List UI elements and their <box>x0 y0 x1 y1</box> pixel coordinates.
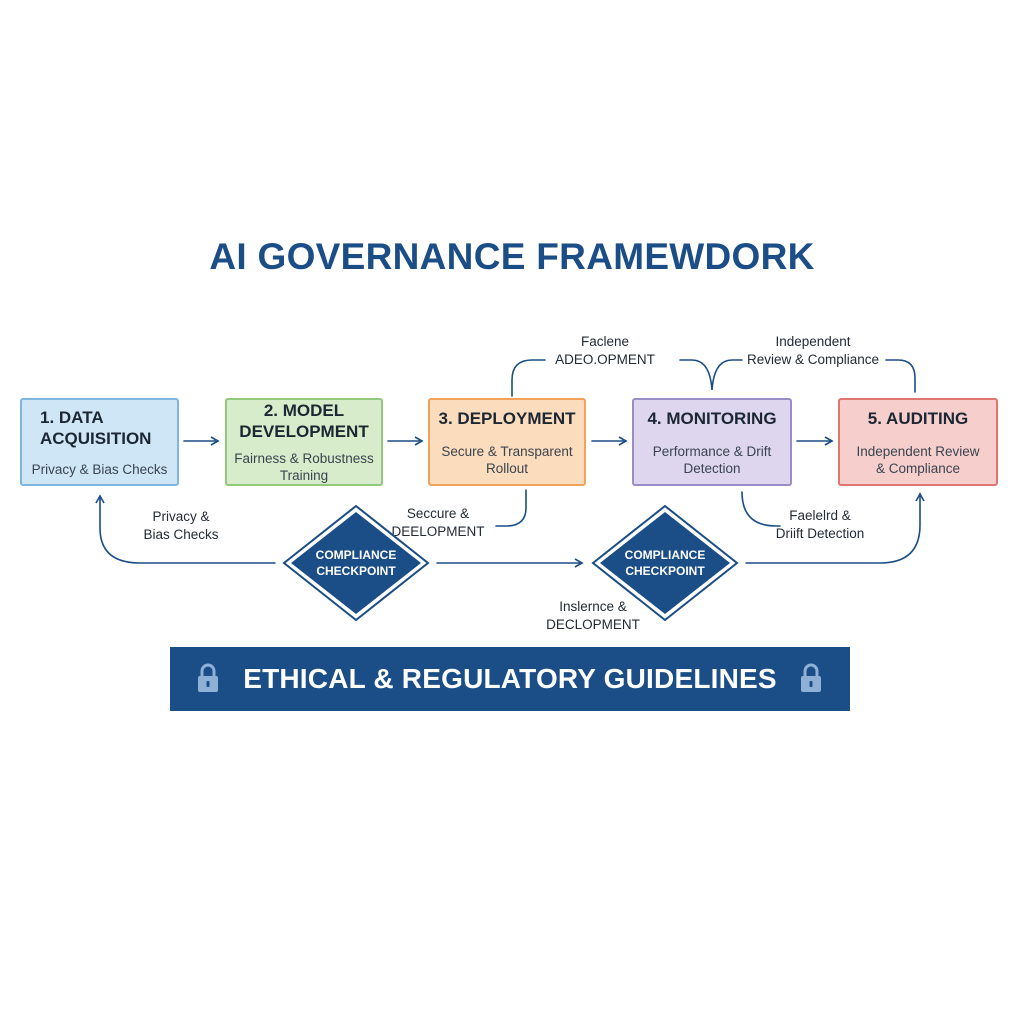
stage-auditing[interactable]: 5. AUDITING Independent Review & Complia… <box>838 398 998 486</box>
label-line: Privacy & <box>152 509 210 524</box>
stage-subtitle: Performance & Drift Detection <box>652 443 772 476</box>
label-mid-left: Seccure & DEELOPMENT <box>378 505 498 541</box>
stage-subtitle: Fairness & Robustness Training <box>234 451 374 483</box>
compliance-checkpoint-2[interactable]: COMPLIANCE CHECKPOINT <box>591 504 739 622</box>
label-line: ADEO.OPMENT <box>555 352 655 367</box>
label-top-left: Faclene ADEO.OPMENT <box>540 333 670 369</box>
label-line: Seccure & <box>406 506 470 521</box>
diagram-title: AI GOVERNANCE FRAMEWDORK <box>209 236 815 277</box>
feedback-loop-right <box>745 492 925 564</box>
checkpoint-line: CHECKPOINT <box>625 564 705 578</box>
lock-icon <box>801 663 821 692</box>
label-line: Driift Detection <box>775 526 865 541</box>
label-line: Inslernce & <box>559 599 627 614</box>
stage-title: 5. AUDITING <box>867 408 969 428</box>
stage-model-development[interactable]: 2. MODEL DEVELOPMENT Fairness & Robustne… <box>225 398 383 486</box>
label-mid-right: Faelelrd & Driift Detection <box>760 507 880 543</box>
label-line: Faclene <box>580 334 630 349</box>
label-line: Bias Checks <box>143 527 219 542</box>
stage-title: 3. DEPLOYMENT <box>438 408 576 428</box>
stage-data-acquisition[interactable]: 1. DATA ACQUISITION Privacy & Bias Check… <box>20 398 179 486</box>
mid-curve-monitoring <box>741 491 781 527</box>
label-bottom-center: Inslernce & DECLOPMENT <box>530 598 656 634</box>
checkpoint-line: COMPLIANCE <box>624 548 706 562</box>
stage-title: 4. MONITORING <box>647 408 777 428</box>
label-line: Independent <box>775 334 851 349</box>
stage-title: 2. MODEL DEVELOPMENT <box>239 401 369 441</box>
top-loop-middle <box>679 359 743 391</box>
feedback-loop-left <box>95 494 276 564</box>
label-line: DECLOPMENT <box>546 617 640 632</box>
mid-curve-deployment <box>495 489 527 527</box>
label-top-right: Independent Review & Compliance <box>738 333 888 369</box>
stage-deployment[interactable]: 3. DEPLOYMENT Secure & Transparent Rollo… <box>428 398 586 486</box>
checkpoint-line: CHECKPOINT <box>316 564 396 578</box>
stage-subtitle: Privacy & Bias Checks <box>31 461 168 477</box>
label-line: Review & Compliance <box>746 352 880 367</box>
top-loop-right <box>885 359 916 393</box>
compliance-checkpoint-1[interactable]: COMPLIANCE CHECKPOINT <box>282 504 430 622</box>
top-loop-left <box>511 359 546 397</box>
stage-title: 1. DATA ACQUISITION <box>40 407 152 448</box>
guidelines-banner: ETHICAL & REGULATORY GUIDELINES <box>170 647 850 711</box>
label-line: Faelelrd & <box>789 508 851 523</box>
stage-subtitle: Secure & Transparent Rollout <box>441 443 573 476</box>
checkpoint-line: COMPLIANCE <box>315 548 397 562</box>
banner-text: ETHICAL & REGULATORY GUIDELINES <box>243 663 777 694</box>
lock-icon <box>198 663 218 692</box>
diamond-shape <box>591 504 739 622</box>
stage-subtitle: Independent Review & Compliance <box>856 443 980 476</box>
diamond-shape <box>282 504 430 622</box>
label-bottom-left: Privacy & Bias Checks <box>118 508 244 544</box>
stage-monitoring[interactable]: 4. MONITORING Performance & Drift Detect… <box>632 398 792 486</box>
label-line: DEELOPMENT <box>391 524 485 539</box>
